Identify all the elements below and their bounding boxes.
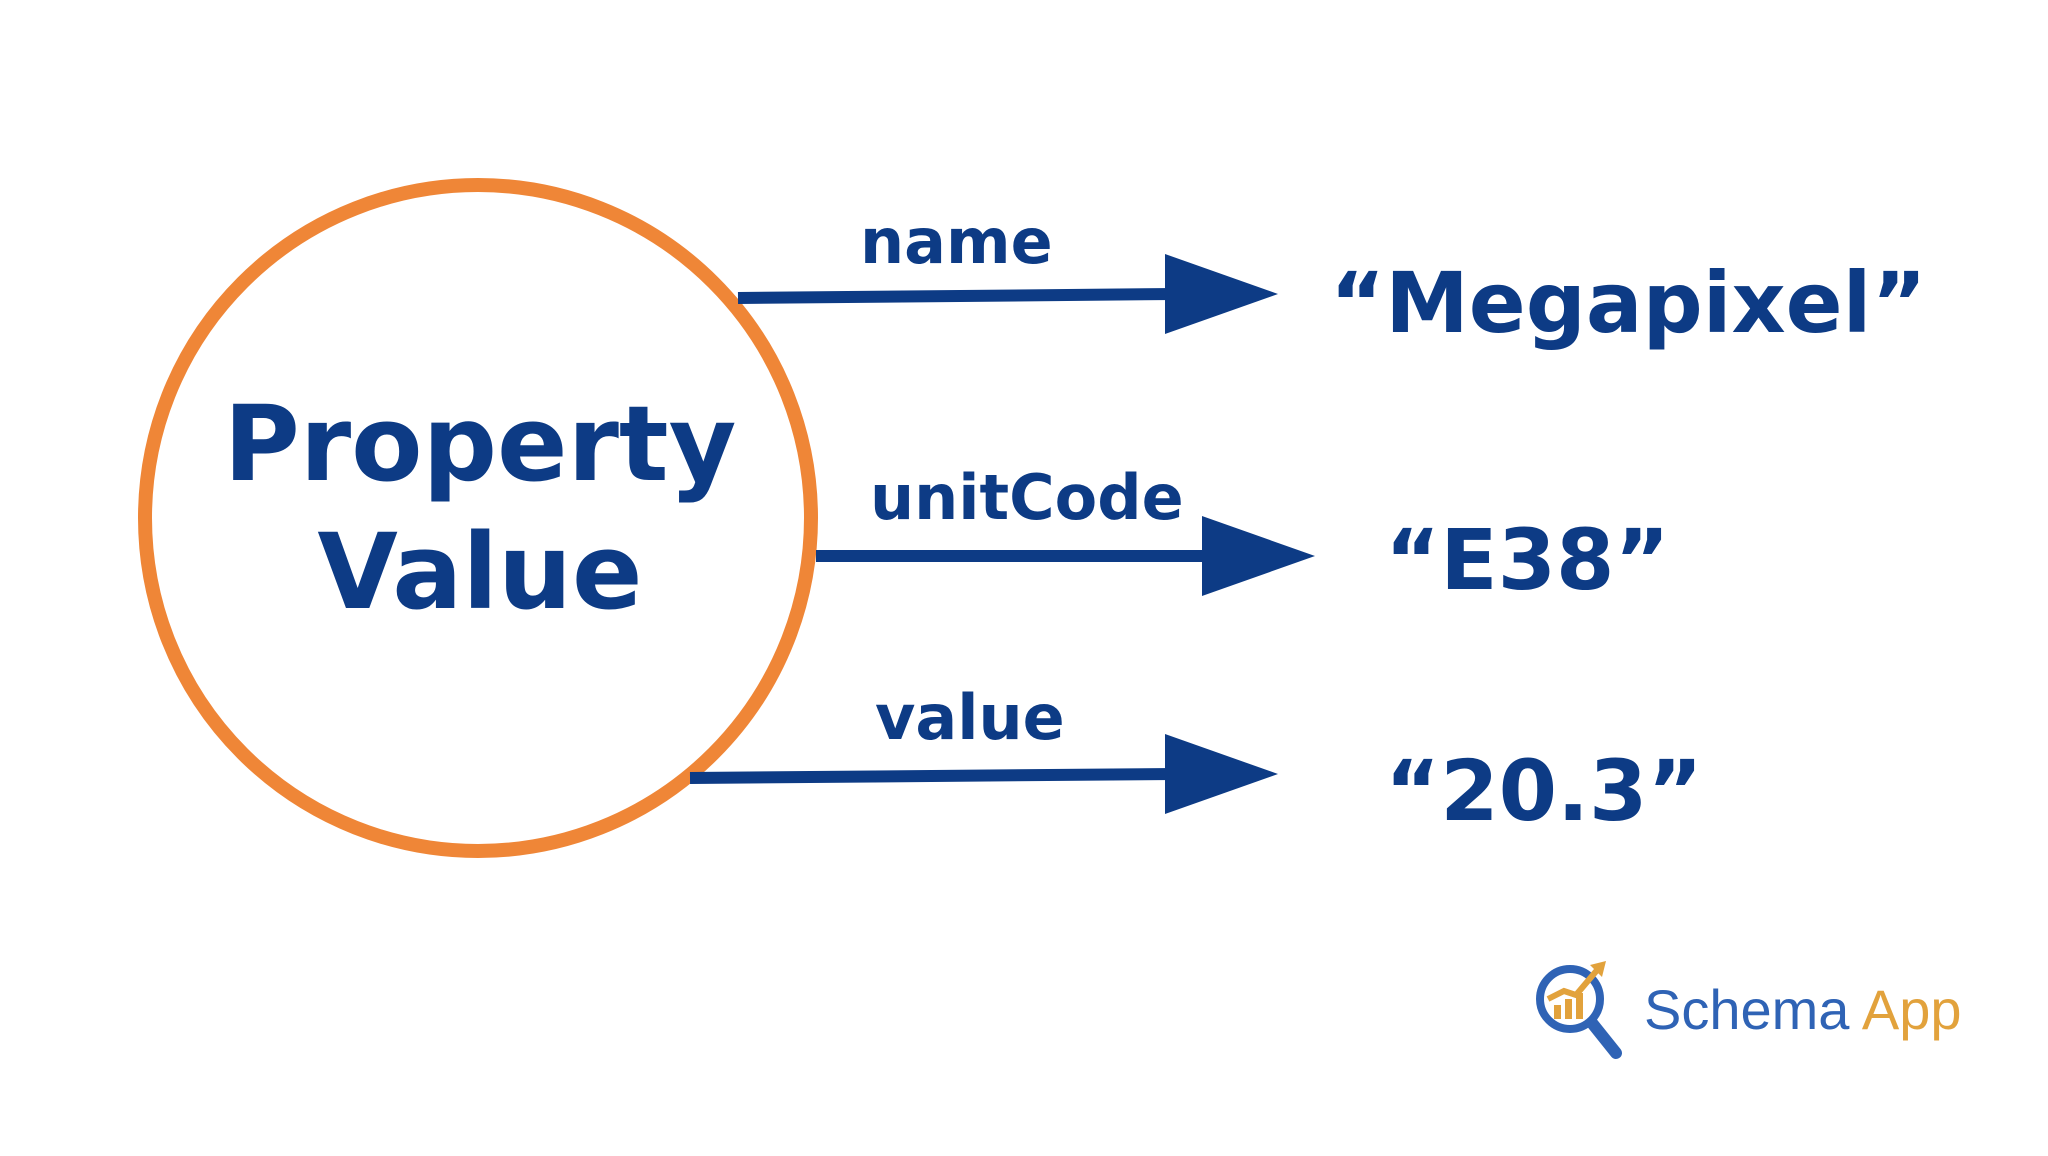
logo-word-schema: Schema — [1644, 978, 1850, 1041]
target-value-megapixel: “Megapixel” — [1330, 254, 1927, 352]
property-value-circle — [138, 178, 818, 858]
arrow-unitcode — [816, 516, 1315, 596]
logo-word-app: App — [1861, 978, 1962, 1041]
edge-label-unitcode: unitCode — [870, 461, 1184, 534]
node-label-line1: Property — [223, 383, 737, 505]
arrow-name — [737, 254, 1278, 334]
arrow-value — [689, 734, 1278, 814]
edge-label-value: value — [875, 681, 1065, 754]
logo-wordmark: Schema App — [1644, 980, 1962, 1040]
edge-label-name: name — [860, 205, 1053, 278]
magnifier-chart-icon — [1536, 961, 1622, 1059]
node-label: Property Value — [140, 380, 820, 636]
node-label-line2: Value — [317, 511, 643, 633]
schema-app-logo: Schema App — [1530, 955, 1962, 1065]
target-value-e38: “E38” — [1385, 511, 1670, 609]
target-value-20-3: “20.3” — [1385, 742, 1703, 840]
